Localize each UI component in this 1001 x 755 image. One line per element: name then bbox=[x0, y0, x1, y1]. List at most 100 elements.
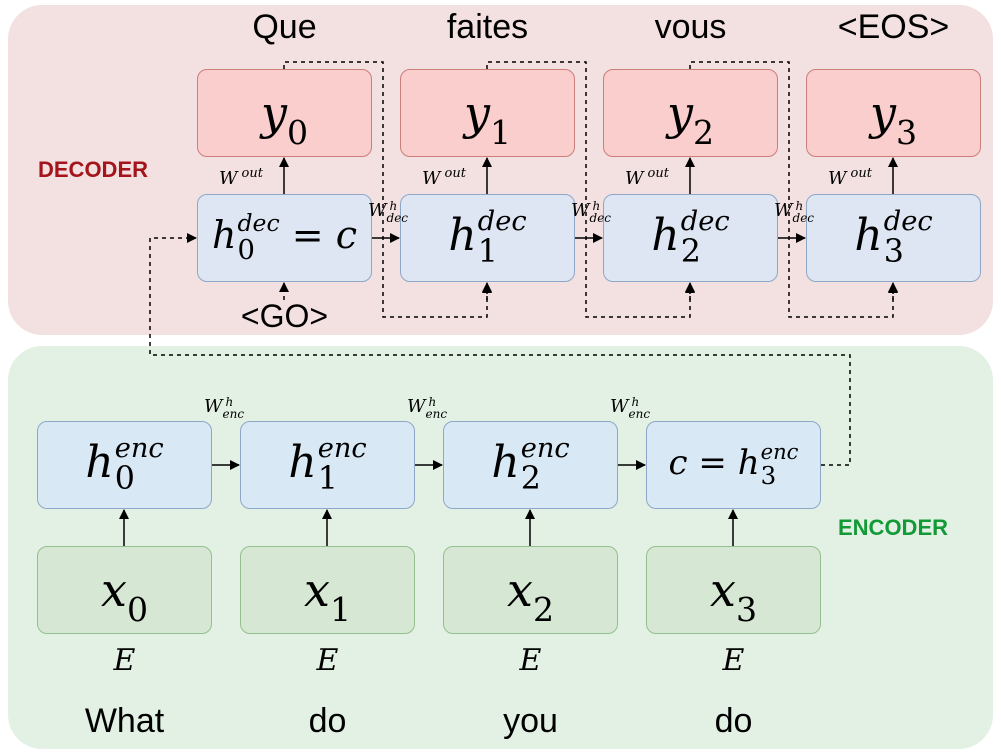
output-word: faites bbox=[446, 8, 529, 46]
symbol-base: x bbox=[100, 563, 127, 617]
symbol-prefix: c = bbox=[668, 443, 727, 483]
math-symbol: y0 bbox=[261, 86, 308, 152]
symbol-superscript: dec bbox=[883, 205, 933, 237]
output-feedback-line bbox=[283, 61, 492, 318]
math-symbol: x3 bbox=[709, 563, 757, 629]
embedding-label: E bbox=[519, 643, 542, 678]
symbol-subscript: 3 bbox=[883, 233, 904, 270]
symbol-base: h bbox=[448, 209, 477, 261]
symbol-base: x bbox=[709, 563, 736, 617]
symbol-superscript: enc bbox=[760, 439, 799, 465]
input-word: What bbox=[84, 702, 165, 740]
symbol-subscript: 3 bbox=[895, 112, 918, 152]
output-box-y0: y0 bbox=[197, 69, 372, 157]
weight-superscript: out bbox=[444, 166, 466, 181]
encoder-label: ENCODER bbox=[838, 515, 949, 540]
weight-subscript: dec bbox=[386, 211, 409, 225]
symbol-base: h bbox=[737, 443, 760, 483]
symbol-subscript: 0 bbox=[286, 112, 309, 152]
symbol-base: h bbox=[651, 209, 680, 261]
math-symbol: x1 bbox=[304, 563, 351, 629]
input-box-x0: x0 bbox=[37, 546, 212, 634]
weight-superscript: out bbox=[647, 166, 669, 181]
weight-superscript: h bbox=[225, 395, 234, 409]
symbol-suffix: = c bbox=[291, 212, 357, 257]
weight-base: W bbox=[571, 200, 590, 221]
input-word: you bbox=[503, 702, 558, 740]
weight-superscript: out bbox=[241, 166, 263, 181]
symbol-subscript: 1 bbox=[477, 233, 498, 270]
math-symbol: y1 bbox=[464, 86, 511, 152]
math-symbol: y3 bbox=[869, 86, 917, 152]
symbol-subscript: 2 bbox=[520, 460, 541, 497]
embedding-label: E bbox=[113, 643, 136, 678]
symbol-superscript: dec bbox=[477, 205, 527, 237]
output-box-y2: y2 bbox=[603, 69, 778, 157]
weight-base: W bbox=[204, 396, 223, 417]
symbol-subscript: 0 bbox=[126, 589, 149, 629]
weight-subscript: dec bbox=[792, 211, 815, 225]
symbol-subscript: 2 bbox=[692, 112, 715, 152]
weight-subscript: enc bbox=[222, 407, 245, 421]
output-word: <EOS> bbox=[837, 8, 950, 46]
symbol-base: h bbox=[491, 436, 520, 488]
input-box-x1: x1 bbox=[240, 546, 415, 634]
symbol-base: h bbox=[288, 436, 317, 488]
weight-base: W bbox=[610, 396, 629, 417]
weight-superscript: h bbox=[592, 199, 601, 213]
symbol-subscript: 1 bbox=[489, 112, 512, 152]
math-symbol: x2 bbox=[506, 563, 554, 629]
symbol-superscript: enc bbox=[520, 432, 570, 464]
output-word: Que bbox=[252, 8, 317, 46]
embedding-label: E bbox=[722, 643, 745, 678]
symbol-superscript: dec bbox=[237, 208, 280, 237]
symbol-superscript: enc bbox=[317, 432, 367, 464]
weight-base: W bbox=[422, 168, 441, 189]
symbol-base: x bbox=[506, 563, 533, 617]
symbol-base: h bbox=[212, 212, 237, 257]
math-symbol: x0 bbox=[100, 563, 148, 629]
context-vector-line bbox=[149, 233, 851, 466]
weight-base: W bbox=[407, 396, 426, 417]
weight-base: W bbox=[368, 200, 387, 221]
symbol-subscript: 0 bbox=[237, 235, 255, 267]
symbol-subscript: 0 bbox=[114, 460, 135, 497]
weight-base: W bbox=[219, 168, 238, 189]
output-box-y3: y3 bbox=[806, 69, 981, 157]
symbol-subscript: 3 bbox=[760, 461, 777, 491]
input-word: do bbox=[714, 702, 753, 740]
weight-subscript: dec bbox=[589, 211, 612, 225]
output-feedback-line bbox=[486, 61, 695, 318]
symbol-base: y bbox=[869, 86, 896, 140]
symbol-subscript: 1 bbox=[329, 589, 352, 629]
input-box-x3: x3 bbox=[646, 546, 821, 634]
